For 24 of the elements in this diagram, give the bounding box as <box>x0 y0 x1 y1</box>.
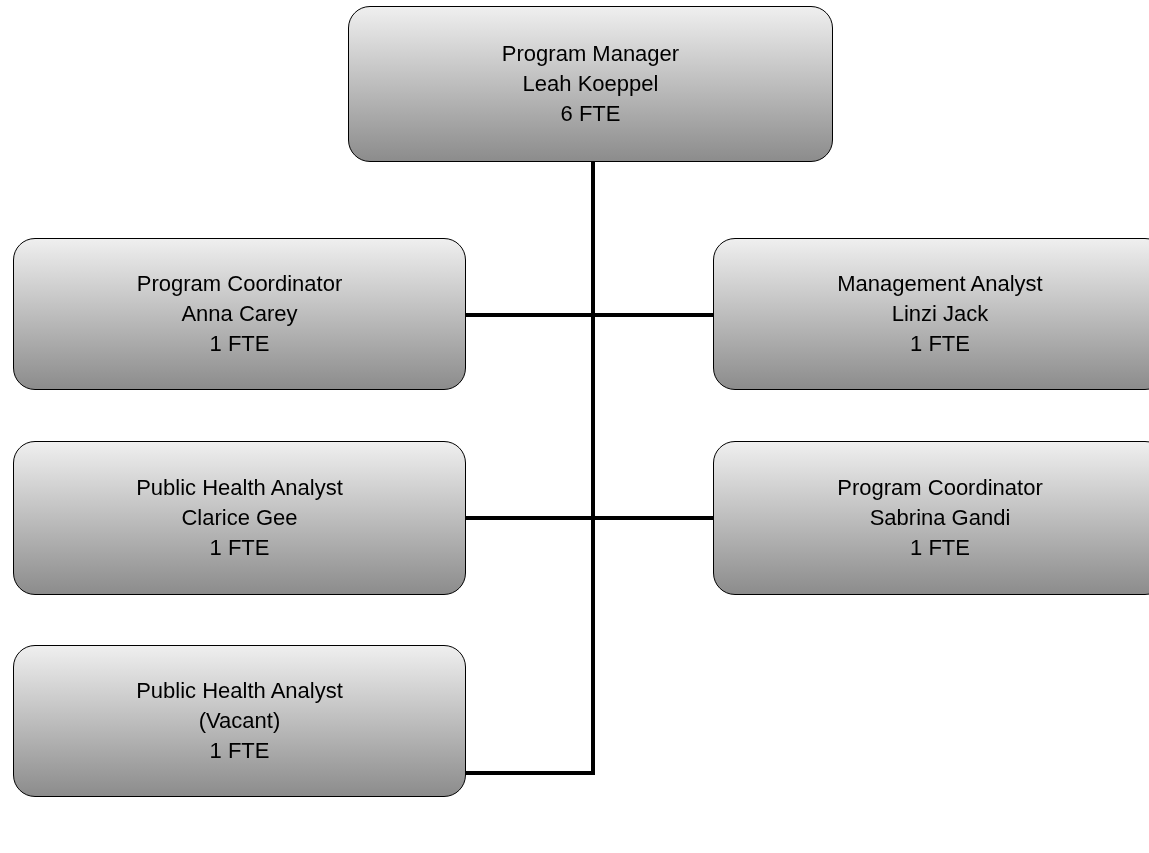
fte-count: 1 FTE <box>910 330 970 358</box>
job-title: Program Manager <box>501 40 680 68</box>
position-box <box>713 238 1149 390</box>
job-title: Program Coordinator <box>837 474 1043 502</box>
person-name: (Vacant) <box>198 707 281 735</box>
person-name: Clarice Gee <box>181 504 298 532</box>
job-title: Public Health Analyst <box>136 474 343 502</box>
fte-count: 6 FTE <box>560 100 621 128</box>
fte-count: 1 FTE <box>209 330 270 358</box>
fte-count: 1 FTE <box>910 534 970 562</box>
person-name: Leah Koeppel <box>522 70 659 98</box>
fte-count: 1 FTE <box>209 737 270 765</box>
position-box <box>13 645 466 797</box>
person-name: Linzi Jack <box>891 300 989 328</box>
job-title: Management Analyst <box>837 270 1043 298</box>
person-name: Sabrina Gandi <box>869 504 1011 532</box>
position-box <box>13 441 466 595</box>
fte-count: 1 FTE <box>209 534 270 562</box>
person-name: Anna Carey <box>181 300 298 328</box>
job-title: Public Health Analyst <box>136 677 343 705</box>
position-box <box>13 238 466 390</box>
job-title: Program Coordinator <box>136 270 343 298</box>
position-box <box>713 441 1149 595</box>
position-box <box>348 6 833 162</box>
